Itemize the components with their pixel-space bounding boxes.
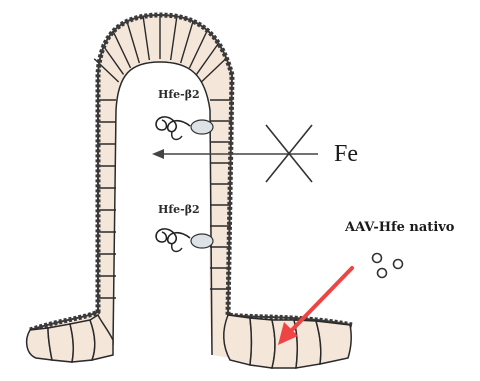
villus-epithelium: [30, 15, 352, 361]
receptor-bottom: [156, 229, 213, 252]
receptor-squiggle-icon: [156, 117, 190, 132]
crypt-cells-right: [224, 315, 352, 368]
iron-label: Fe: [334, 141, 358, 167]
receptor-top: [156, 117, 213, 140]
protein-label-bottom: Hfe-β2: [158, 203, 200, 216]
aav-particle-icon: [373, 254, 382, 263]
receptor-beta2-icon: [191, 234, 213, 248]
blocked-arrow-icon: [152, 125, 318, 182]
receptor-squiggle-icon: [156, 229, 190, 244]
aav-particle-icon: [394, 260, 403, 269]
protein-label-top: Hfe-β2: [158, 88, 200, 101]
receptor-beta2-icon: [191, 120, 213, 134]
vector-label: AAV-Hfe nativo: [344, 220, 455, 235]
aav-particles: [373, 254, 403, 278]
aav-particle-icon: [378, 269, 387, 278]
